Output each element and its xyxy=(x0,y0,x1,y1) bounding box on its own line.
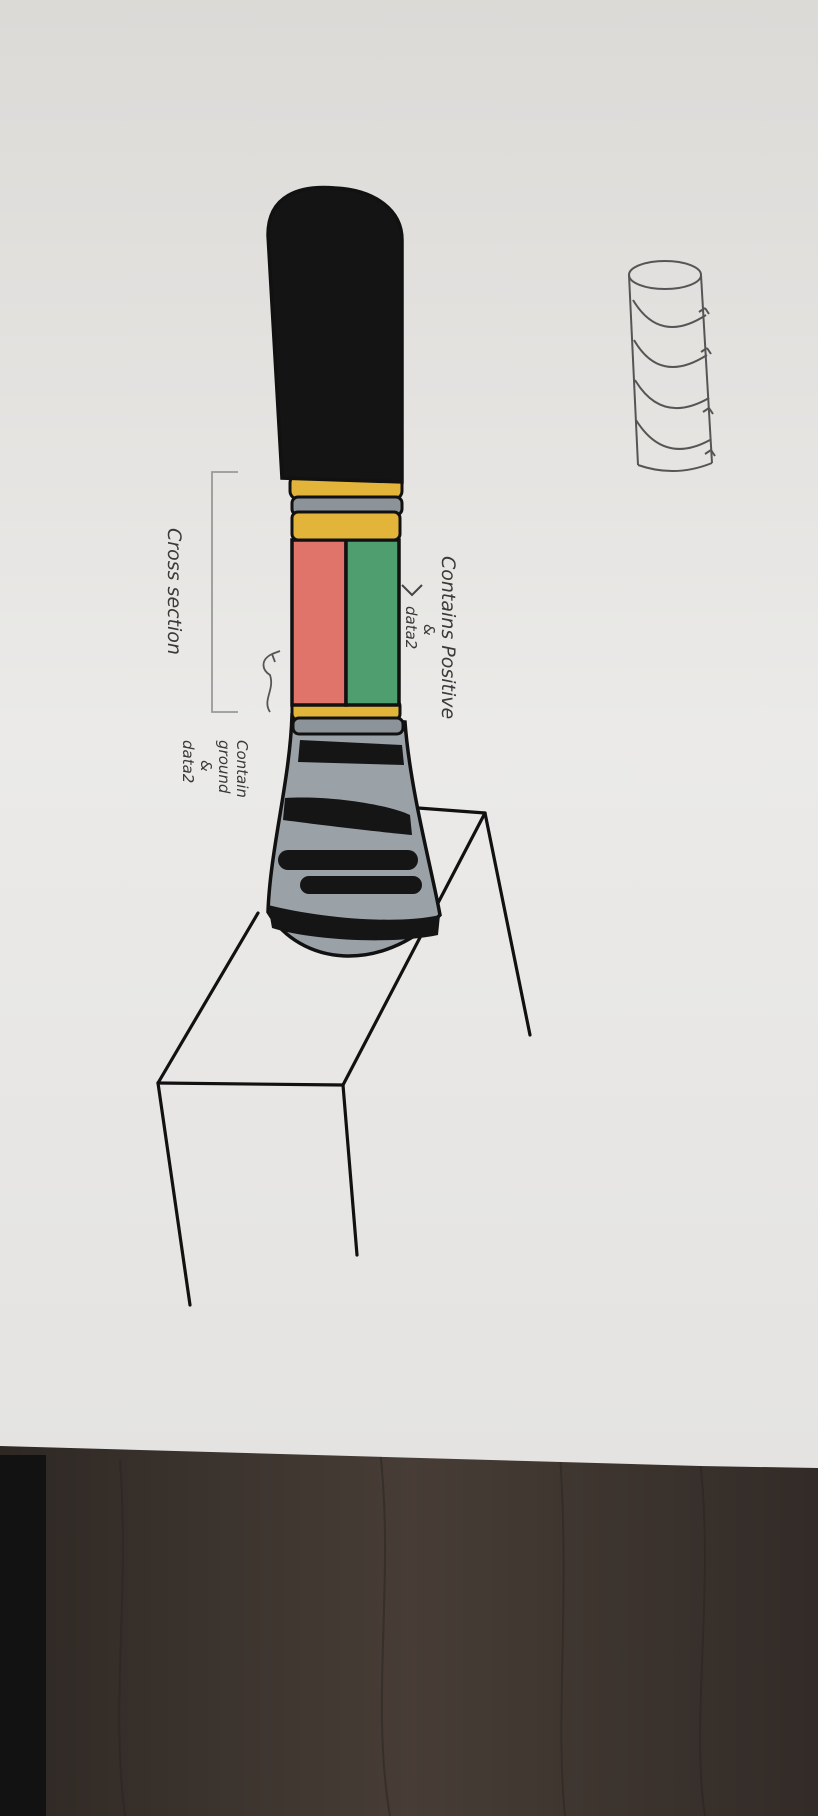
ground-label-line2: ground xyxy=(215,740,233,794)
upper-rings xyxy=(290,475,402,540)
positive-label-line2: & xyxy=(420,624,438,636)
controller-cap xyxy=(268,188,402,482)
positive-label-line3: data2 xyxy=(402,606,420,649)
dark-object-corner xyxy=(0,1455,46,1816)
paper-sheet xyxy=(0,0,818,1468)
ground-label-line4: data2 xyxy=(179,740,197,783)
positive-label-line1: Contains Positive xyxy=(437,556,459,719)
ground-label-line3: & xyxy=(197,760,215,772)
cross-section-label: Cross section xyxy=(163,528,185,655)
middle-segments xyxy=(292,540,399,705)
ground-label-line1: Contain xyxy=(233,740,251,798)
